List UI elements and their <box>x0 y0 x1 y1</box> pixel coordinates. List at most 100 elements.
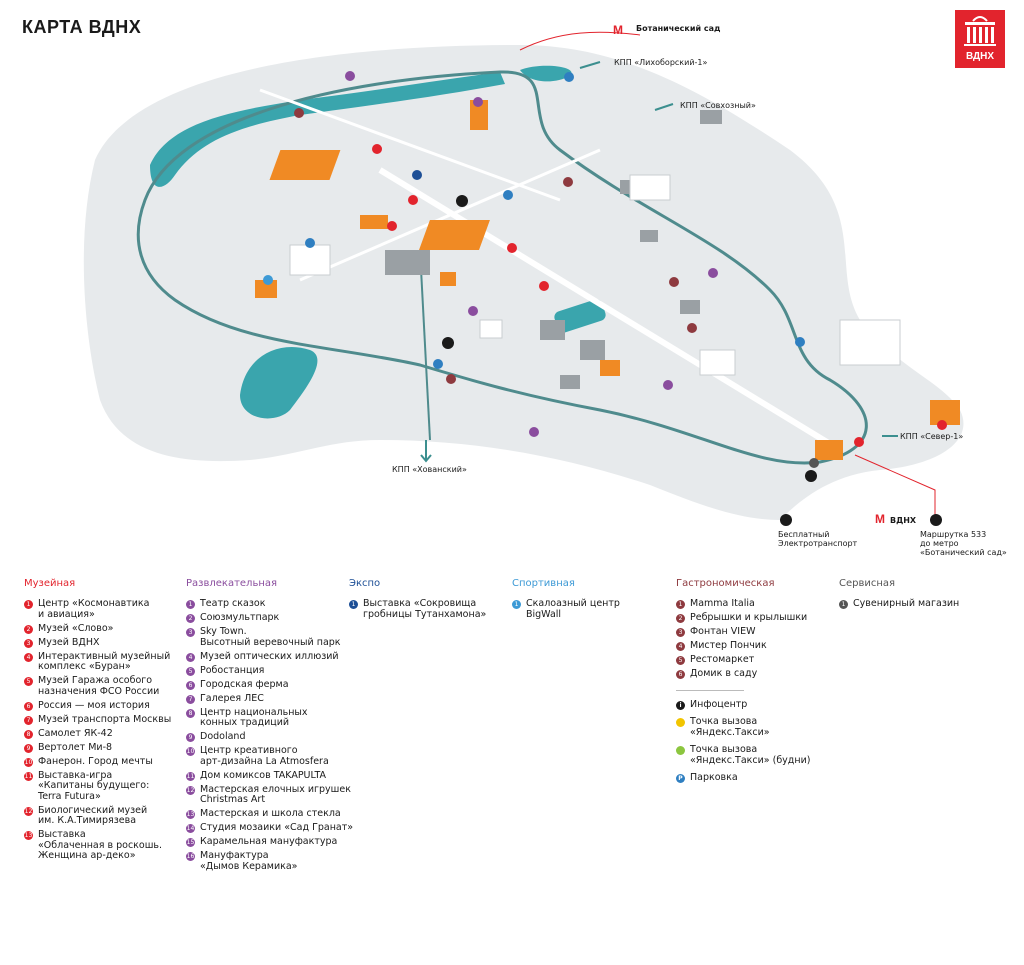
minibus-icon <box>930 514 942 526</box>
legend-divider <box>676 689 744 691</box>
food-pin <box>669 277 679 287</box>
legend-number-badge: 5 <box>186 666 195 676</box>
legend-number-badge: 6 <box>24 701 33 711</box>
entertainment-pin <box>345 71 355 81</box>
entertainment-pin <box>473 97 483 107</box>
road-axis <box>378 167 842 453</box>
legend-number-badge: 1 <box>676 600 685 609</box>
food-pin <box>446 374 456 384</box>
arch-logo-icon <box>964 16 996 46</box>
legend-item-label: Ребрышки и крылышки <box>690 612 808 623</box>
legend-number-badge: 2 <box>186 614 195 623</box>
legend-number-badge: 3 <box>186 628 195 637</box>
legend-number-badge: 5 <box>676 656 685 665</box>
legend-symbol-label: Парковка <box>690 772 738 783</box>
legend-number-badge: 8 <box>24 729 33 739</box>
legend-service-list: 1 Сувенирный магазин <box>839 598 999 610</box>
gate-label-khovansky: КПП «Хованский» <box>392 465 467 474</box>
legend-item-label: Выставка «Сокровища гробницы Тутанхамона… <box>363 598 487 620</box>
legend-number-badge: 16 <box>186 852 195 861</box>
legend-number-badge: 9 <box>186 733 195 742</box>
museum-pin <box>507 243 517 253</box>
legend-item-label: Выставка «Облаченная в роскошь. Женщина … <box>38 829 163 861</box>
gate-label-likhoborsky: КПП «Лихоборский-1» <box>614 58 708 67</box>
legend-number-badge: 14 <box>186 824 195 833</box>
legend-item-label: Сувенирный магазин <box>853 598 960 609</box>
road-south <box>419 249 431 441</box>
museum-pin <box>539 281 549 291</box>
legend-item-label: Дом комиксов TAKAPULTA <box>200 769 327 781</box>
legend-item-label: Вертолет Ми-8 <box>38 741 113 753</box>
legend-item-label: Рестомаркет <box>690 654 755 665</box>
road-north <box>259 88 561 202</box>
ring-road <box>136 70 868 465</box>
legend-expo-title: Экспо <box>349 578 381 589</box>
legend-number-badge: 10 <box>186 747 195 756</box>
road-cross <box>299 148 601 282</box>
legend-sport-title: Спортивная <box>512 578 575 589</box>
legend-item: 1 Mamma Italia <box>676 598 836 610</box>
gate-label-sever: КПП «Север-1» <box>900 432 964 441</box>
service-pin <box>809 458 819 468</box>
legend-item-label: Dodoland <box>200 731 246 742</box>
legend-item-label: Мастерская елочных игрушек Christmas Art <box>200 783 351 805</box>
food-pin <box>294 108 304 118</box>
sport-pin <box>263 275 273 285</box>
page-title: КАРТА ВДНХ <box>22 17 142 37</box>
legend-item-label: Музей «Слово» <box>38 622 114 634</box>
legend-item-label: Мастерская и школа стекла <box>200 808 341 819</box>
food-pin <box>563 177 573 187</box>
museum-pin <box>937 420 947 430</box>
legend-number-badge: 15 <box>186 838 195 847</box>
legend-number-badge: 12 <box>186 785 195 795</box>
museum-pin <box>408 195 418 205</box>
legend-symbol-label: Инфоцентр <box>690 698 748 710</box>
legend-museum-title: Музейная <box>24 578 76 589</box>
vdnh-logo: ВДНХ <box>955 10 1005 68</box>
legend-item-label: Интерактивный музейный комплекс «Буран» <box>38 650 171 672</box>
pond-west <box>240 347 318 419</box>
legend-number-badge: 8 <box>186 708 195 718</box>
gate-arrow-south <box>420 440 432 463</box>
other-buildings <box>385 110 722 389</box>
park-map[interactable]: M M <box>0 0 1024 570</box>
legend-number-badge: 6 <box>186 680 195 690</box>
electrotransport-icon <box>780 514 792 526</box>
legend-item-label: Самолет ЯК-42 <box>38 727 113 739</box>
legend-number-badge: 13 <box>186 810 195 819</box>
parking-icon <box>433 359 443 369</box>
legend-item-label: Mamma Italia <box>690 598 755 609</box>
legend-number-badge: 4 <box>186 652 195 662</box>
vdnh-metro-label: ВДНХ <box>890 516 917 525</box>
gate-label-sovkhozny: КПП «Совхозный» <box>680 101 756 110</box>
legend-number-badge: 10 <box>24 757 33 767</box>
legend-item-label: Музей транспорта Москвы <box>38 713 172 725</box>
gate-arrow-north <box>579 61 601 69</box>
lake-north-east <box>520 65 572 82</box>
museum-buildings <box>255 100 960 460</box>
parking-icon: P <box>676 774 685 783</box>
info-icon: i <box>676 700 685 710</box>
legend-item-label: Театр сказок <box>200 598 266 609</box>
metro-line <box>519 31 936 515</box>
legend-item-label: Студия мозаики «Сад Гранат» <box>200 822 354 833</box>
legend-number-badge: 7 <box>24 715 33 725</box>
legend-item-label: Биологический музей им. К.А.Тимирязева <box>38 804 148 826</box>
legend-item-label: Фонтан VIEW <box>690 626 756 637</box>
legend-entertainment-title: Развлекательная <box>186 578 278 589</box>
legend-number-badge: 1 <box>839 600 848 609</box>
